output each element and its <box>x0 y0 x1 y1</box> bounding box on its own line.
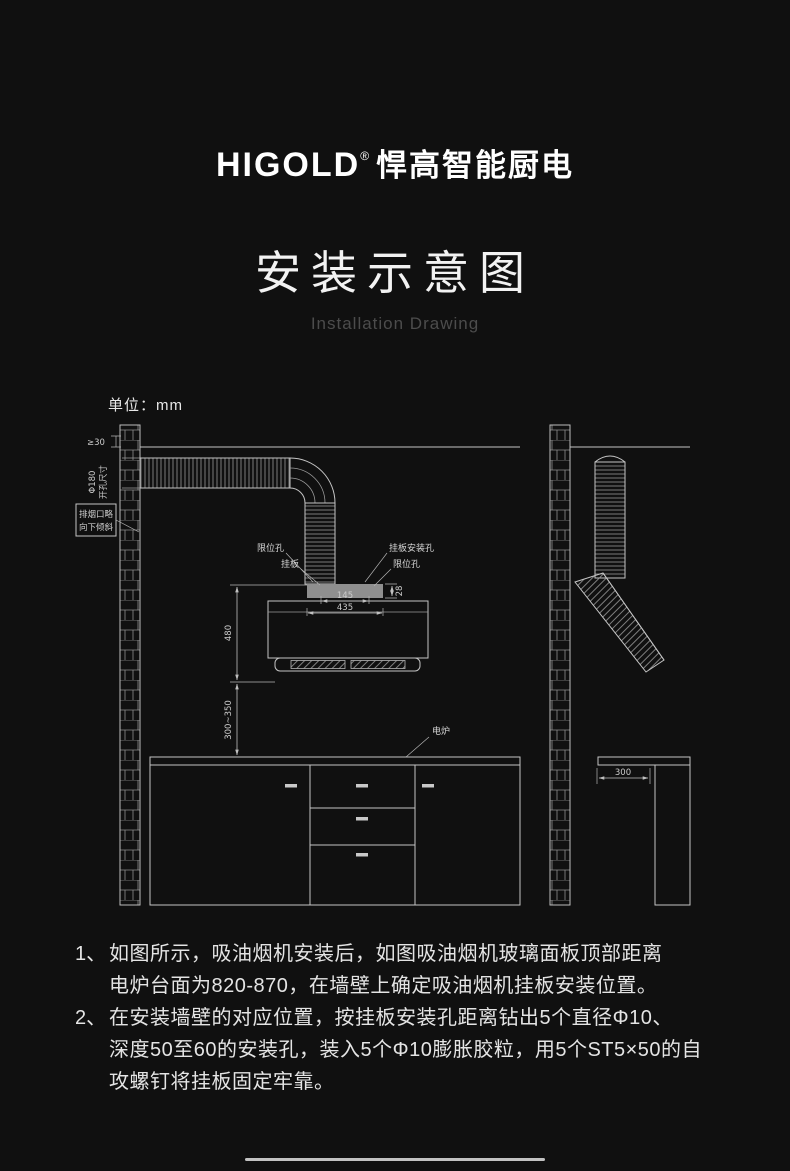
wall-duct-opening <box>122 457 140 489</box>
installation-diagram: 限位孔 挂板 挂板安装孔 限位孔 145 435 <box>75 424 691 906</box>
drawer-handle-1 <box>356 784 368 788</box>
grease-filter-right <box>350 660 406 669</box>
dimension-28-label: 28 <box>395 586 405 597</box>
note-text: 在安装墙壁的对应位置，按挂板安装孔距离钻出5个直径Φ10、 深度50至60的安装… <box>109 1007 703 1093</box>
hood-bottom-panel <box>274 657 421 672</box>
plate-labels: 限位孔 挂板 挂板安装孔 限位孔 <box>257 542 434 587</box>
smoke-direction-note: 排烟口略 向下倾斜 <box>75 503 140 537</box>
leader-line <box>364 552 388 583</box>
exhaust-duct-horizontal <box>139 457 291 489</box>
gap-min-label: ≥30 <box>87 438 105 448</box>
leader-line <box>300 568 321 586</box>
leader-line <box>285 552 314 583</box>
leader-line <box>405 736 430 758</box>
side-hood <box>574 572 665 673</box>
right-countertop <box>597 756 691 766</box>
note-number: 1、 <box>75 943 107 965</box>
door-handle-right <box>422 784 434 788</box>
cabinet-body <box>149 764 521 906</box>
left-wall <box>119 424 141 906</box>
note-text: 如图所示，吸油烟机安装后，如图吸油烟机玻璃面板顶部距离 电炉台面为820-870… <box>109 943 663 997</box>
plate-mount-hole-label: 挂板安装孔 <box>389 542 434 554</box>
smoke-note-line1: 排烟口略 <box>79 509 114 520</box>
side-view: 300 <box>549 424 691 906</box>
stove-label: 电炉 <box>432 725 450 737</box>
page-title: 安装示意图 <box>255 247 535 299</box>
dimension-300-label: 300 <box>615 768 631 778</box>
gap-dimension <box>111 435 121 448</box>
dimension-300-350: 300~350 <box>224 683 239 756</box>
unit-label: 单位：mm <box>108 397 183 414</box>
dimension-28: 28 <box>385 583 405 599</box>
right-duct <box>594 455 626 579</box>
right-wall <box>549 424 571 906</box>
dimension-300-350-label: 300~350 <box>224 700 234 740</box>
dimension-480: 480 <box>224 584 307 683</box>
dimension-300: 300 <box>596 768 651 784</box>
right-counter <box>597 756 691 906</box>
side-hood-edge <box>602 572 665 661</box>
grease-filter-left <box>290 660 346 669</box>
dimension-435: 435 <box>306 603 384 616</box>
front-view: 限位孔 挂板 挂板安装孔 限位孔 145 435 <box>119 424 521 906</box>
dimension-145-label: 145 <box>337 591 353 601</box>
limit-hole-right-label: 限位孔 <box>393 558 420 570</box>
note-number: 2、 <box>75 1007 107 1029</box>
hang-plate-label: 挂板 <box>281 558 299 570</box>
note-item-2: 2、 在安装墙壁的对应位置，按挂板安装孔距离钻出5个直径Φ10、 深度50至60… <box>75 1002 727 1098</box>
bottom-divider <box>245 1158 545 1161</box>
note-item-1: 1、 如图所示，吸油烟机安装后，如图吸油烟机玻璃面板顶部距离 电炉台面为820-… <box>75 938 727 1002</box>
drawer-handle-2 <box>356 817 368 821</box>
brand-name: HIGOLD <box>215 146 361 184</box>
brand-suffix: 悍高智能厨电 <box>376 148 575 183</box>
duct-elbow <box>289 457 336 504</box>
hole-diameter-label: Φ180 <box>88 471 98 494</box>
door-handle-left <box>285 784 297 788</box>
base-cabinet <box>149 756 521 906</box>
stove-label-group: 电炉 <box>405 725 450 758</box>
brand-logo: HIGOLD® 悍高智能厨电 <box>0 140 790 185</box>
installation-notes: 1、 如图所示，吸油烟机安装后，如图吸油烟机玻璃面板顶部距离 电炉台面为820-… <box>75 938 727 1098</box>
smoke-note-line2: 向下倾斜 <box>79 522 114 533</box>
mounting-plate <box>307 584 383 598</box>
exhaust-duct-vertical <box>304 502 336 585</box>
drawer-handle-3 <box>356 853 368 857</box>
dimension-435-label: 435 <box>337 603 353 613</box>
countertop <box>149 756 521 766</box>
leader-line <box>373 568 392 587</box>
left-annotations: ≥30 开孔尺寸 Φ180 排烟口略 向下倾斜 <box>75 435 140 537</box>
limit-hole-left-label: 限位孔 <box>257 542 284 554</box>
right-cabinet <box>654 764 691 906</box>
hole-size-label: 开孔尺寸 <box>98 465 109 500</box>
leader-line <box>115 519 140 533</box>
dimension-145: 145 <box>320 591 370 604</box>
dimension-480-label: 480 <box>224 625 234 641</box>
page-subtitle: Installation Drawing <box>310 314 480 333</box>
registered-mark-icon: ® <box>360 149 370 163</box>
